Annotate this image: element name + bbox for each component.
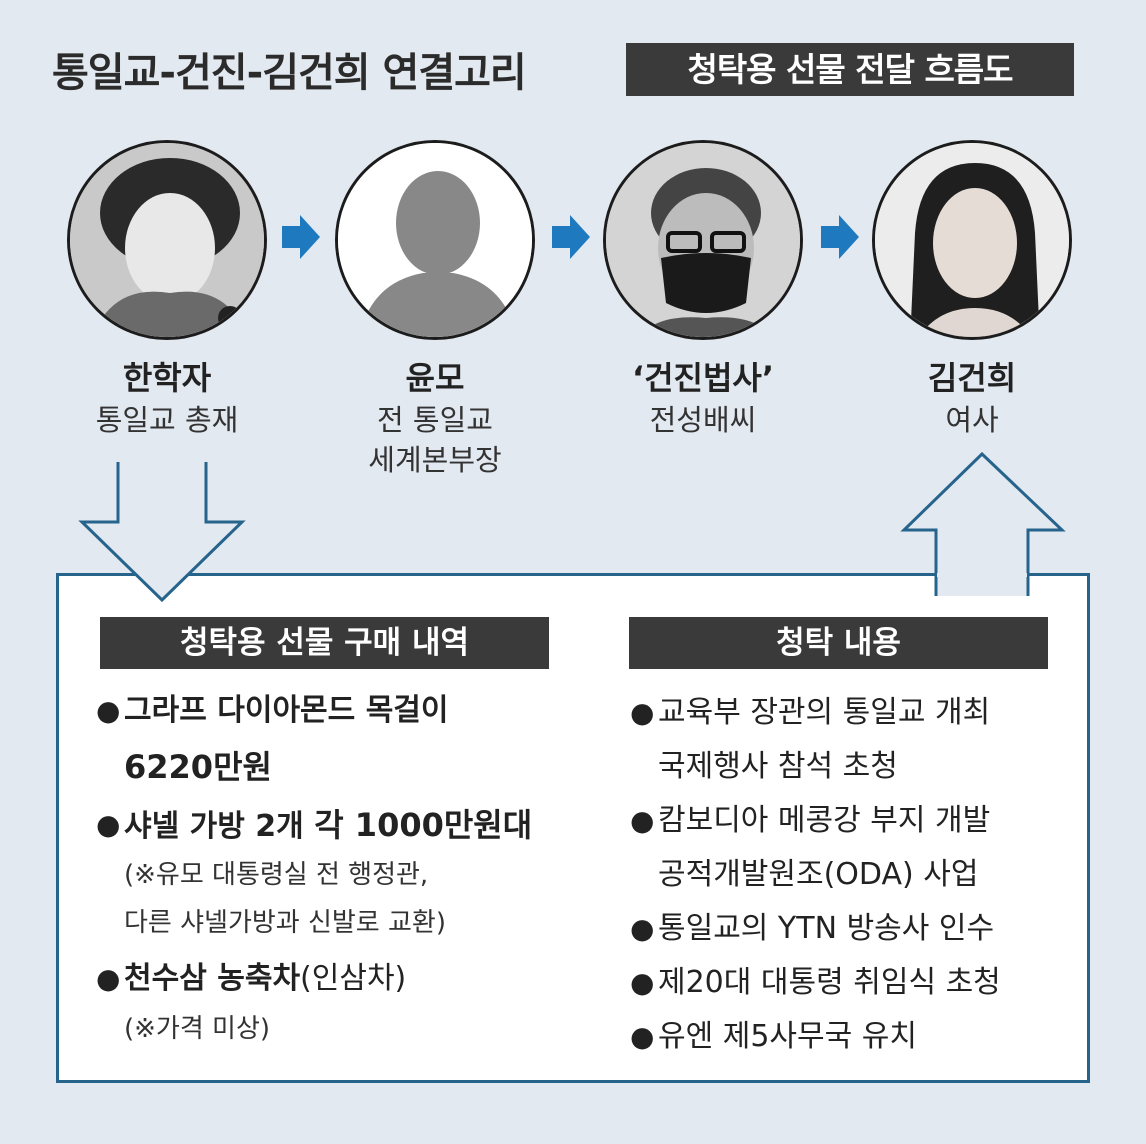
requests-header: 청탁 내용 bbox=[629, 617, 1048, 669]
purchase-item-2: 샤넬 가방 2개 각 1000만원대 bbox=[124, 806, 533, 844]
request-item-4: 제20대 대통령 취임식 초청 bbox=[658, 965, 1001, 1000]
person-name: 김건희 bbox=[927, 359, 1017, 397]
person-label-4: 김건희 여사 bbox=[837, 356, 1107, 440]
bullet-icon: ● bbox=[96, 694, 121, 727]
request-item-3: 통일교의 YTN 방송사 인수 bbox=[658, 911, 995, 946]
person-role: 여사 bbox=[945, 403, 999, 437]
person-name: 윤모 bbox=[405, 359, 465, 397]
person-label-2: 윤모 전 통일교 세계본부장 bbox=[300, 356, 570, 480]
person-name: ‘건진법사’ bbox=[631, 359, 775, 397]
purchase-item-3: 천수삼 농축차(인삼차) bbox=[124, 961, 407, 996]
person-role: 전성배씨 bbox=[649, 403, 757, 437]
purchase-item-1: 그라프 다이아몬드 목걸이 bbox=[124, 693, 449, 728]
request-item-1-cont: 국제행사 참석 초청 bbox=[658, 749, 898, 784]
person-role: 세계본부장 bbox=[368, 443, 502, 477]
purchases-header: 청탁용 선물 구매 내역 bbox=[100, 617, 549, 669]
bullet-icon: ● bbox=[630, 696, 655, 729]
bullet-icon: ● bbox=[630, 966, 655, 999]
up-arrow-icon bbox=[900, 451, 1066, 596]
bullet-icon: ● bbox=[96, 808, 121, 841]
request-item-1: 교육부 장관의 통일교 개최 bbox=[658, 695, 991, 730]
person-photo-hanhakja bbox=[67, 140, 267, 340]
subtitle-banner: 청탁용 선물 전달 흐름도 bbox=[626, 43, 1074, 96]
request-item-2: 캄보디아 메콩강 부지 개발 bbox=[658, 803, 991, 838]
bullet-icon: ● bbox=[96, 962, 121, 995]
person-role: 통일교 총재 bbox=[95, 403, 239, 437]
bullet-icon: ● bbox=[630, 804, 655, 837]
person-photo-geonjin bbox=[603, 140, 803, 340]
person-role: 전 통일교 bbox=[377, 403, 493, 437]
purchase-item-2-note: 다른 샤넬가방과 신발로 교환) bbox=[124, 908, 446, 938]
bullet-icon: ● bbox=[630, 1020, 655, 1053]
purchase-item-3-note: (※가격 미상) bbox=[124, 1014, 271, 1044]
purchase-item-2-note: (※유모 대통령실 전 행정관, bbox=[124, 860, 429, 890]
purchase-item-1-amount: 6220만원 bbox=[124, 748, 272, 786]
down-arrow-icon bbox=[78, 462, 246, 603]
page-title: 통일교-건진-김건희 연결고리 bbox=[52, 50, 527, 96]
request-item-5: 유엔 제5사무국 유치 bbox=[658, 1019, 917, 1054]
person-photo-kimkeonhee bbox=[872, 140, 1072, 340]
person-label-3: ‘건진법사’ 전성배씨 bbox=[568, 356, 838, 440]
person-silhouette-yun bbox=[335, 140, 535, 340]
flow-arrow-3 bbox=[821, 215, 859, 263]
flow-arrow-2 bbox=[552, 215, 590, 263]
flow-arrow-1 bbox=[282, 215, 320, 263]
arrow-gap bbox=[937, 573, 1027, 577]
person-label-1: 한학자 통일교 총재 bbox=[32, 356, 302, 440]
person-name: 한학자 bbox=[122, 359, 212, 397]
bullet-icon: ● bbox=[630, 912, 655, 945]
request-item-2-cont: 공적개발원조(ODA) 사업 bbox=[658, 857, 979, 892]
